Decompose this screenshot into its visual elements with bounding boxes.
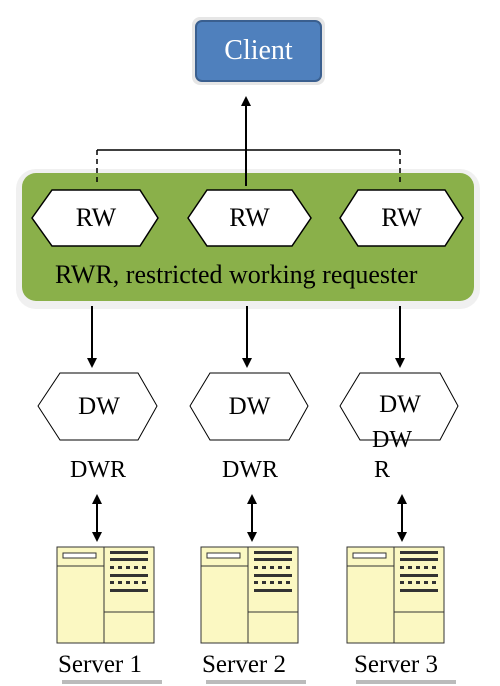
server-1-label: Server 1	[58, 651, 142, 678]
server-3-icon	[346, 546, 445, 644]
rw-node-2-label: RW	[229, 203, 270, 232]
dwr-label-2: DWR	[222, 457, 278, 483]
rw-client-connectors	[96, 96, 401, 186]
dwr-label-3-line2: R	[374, 457, 391, 483]
rw-node-3	[339, 189, 464, 247]
dw-node-2-label: DW	[228, 393, 271, 420]
client-label: Client	[224, 35, 293, 66]
server-subcaption-marks	[62, 680, 456, 684]
rwr-caption: RWR, restricted working requester	[55, 260, 418, 289]
dw-node-2	[189, 372, 309, 441]
dw-node-1-label: DW	[78, 393, 120, 420]
rw-node-3-label: RW	[381, 203, 422, 232]
rw-node-1-label: RW	[75, 203, 117, 232]
dw-node-3	[339, 372, 459, 441]
rwr-dw-arrows	[87, 306, 405, 368]
server-2-icon	[200, 546, 299, 644]
dwr-label-3-line1: DW	[372, 427, 412, 453]
rw-node-2	[187, 189, 312, 247]
rw-node-1	[31, 189, 159, 247]
server-2-label: Server 2	[202, 651, 286, 678]
server-3-label: Server 3	[354, 651, 438, 678]
client-box	[195, 20, 322, 82]
server-1-icon	[56, 546, 155, 644]
dwr-label-1: DWR	[70, 457, 126, 483]
dw-node-1	[37, 372, 158, 441]
dwr-server-arrows	[92, 494, 407, 542]
dw-node-3-label: DW	[379, 391, 421, 418]
